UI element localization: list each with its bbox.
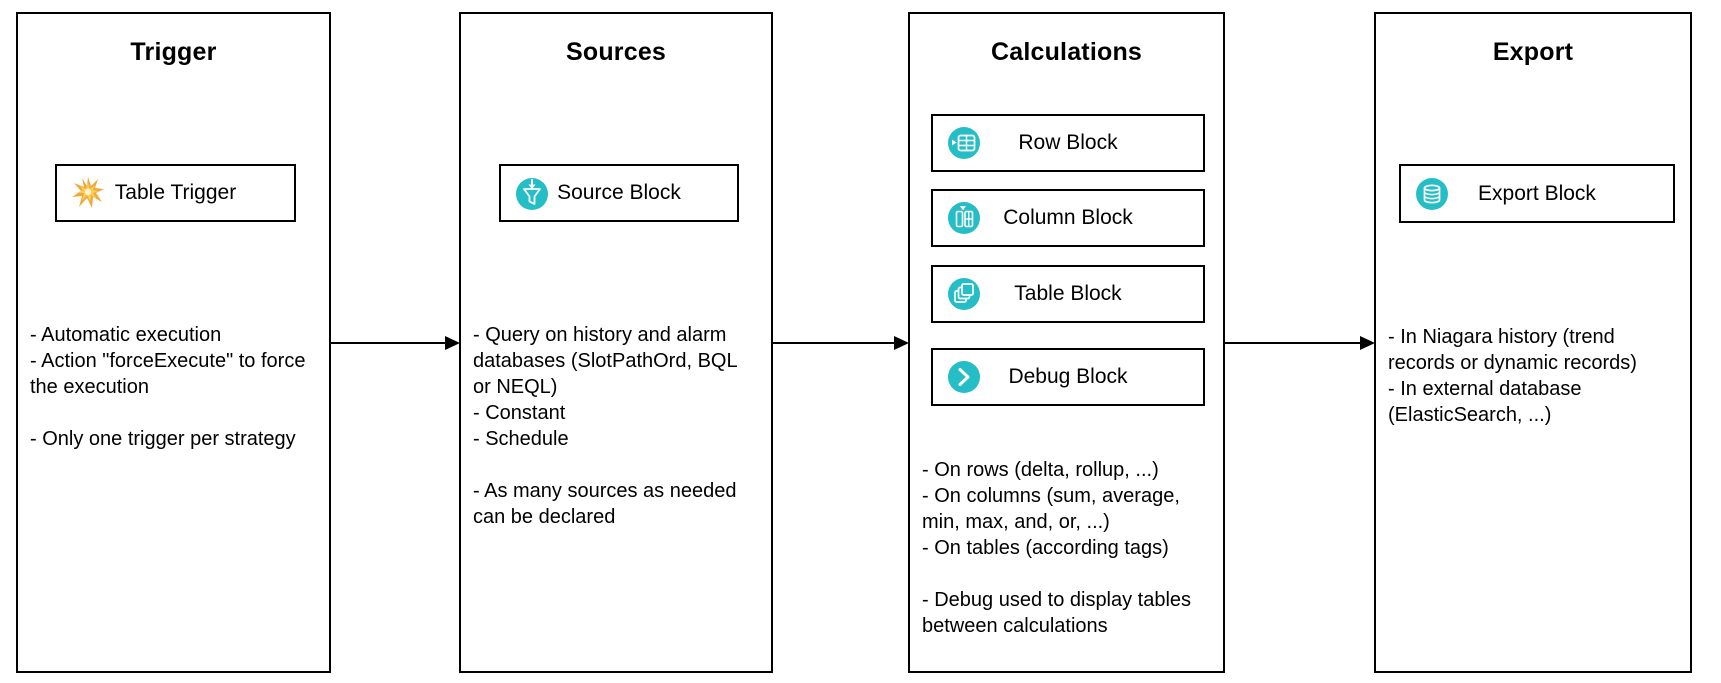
arrow-shaft [331,342,448,344]
spark-icon [72,177,104,208]
column-export-title: Export [1492,38,1574,66]
column-table-icon [948,202,980,234]
arrow-sources-to-calculations [773,336,909,350]
funnel-icon [516,178,548,210]
column-sources: Sources Source Block - Query on history … [459,12,773,673]
export-block: Export Block [1399,164,1675,223]
stacked-tables-icon [948,278,980,310]
calculations-description: - On rows (delta, rollup, ...) - On colu… [922,459,1192,637]
export-block-label: Export Block [1478,181,1596,205]
arrow-head-icon [1360,336,1375,350]
column-sources-title: Sources [565,38,667,66]
arrow-trigger-to-sources [331,336,460,350]
sources-description: - Query on history and alarm databases (… [473,324,738,528]
column-block: Column Block [931,189,1205,247]
column-calculations: Calculations Row Block Column Block [908,12,1225,673]
column-export: Export Export Block - In Niagara history… [1374,12,1692,673]
database-icon [1416,177,1448,210]
row-block: Row Block [931,114,1205,172]
table-block: Table Block [931,265,1205,323]
debug-block: Debug Block [931,348,1205,406]
column-block-label: Column Block [1003,206,1133,229]
table-trigger-label: Table Trigger [114,181,237,204]
chevron-right-icon [948,361,980,393]
source-block-label: Source Block [557,181,681,204]
table-trigger-block: Table Trigger [55,164,296,222]
debug-block-label: Debug Block [1008,365,1128,388]
arrow-head-icon [445,336,460,350]
export-description: - In Niagara history (trend records or d… [1388,326,1637,426]
table-block-label: Table Block [1014,282,1122,305]
arrow-shaft [1225,342,1363,344]
column-calculations-title: Calculations [990,38,1143,66]
row-table-icon [948,127,980,159]
arrow-shaft [773,342,897,344]
source-block: Source Block [499,164,739,222]
column-trigger: Trigger Table Trigger - Automatic execut… [16,12,331,673]
arrow-head-icon [894,336,909,350]
arrow-calculations-to-export [1225,336,1375,350]
trigger-description: - Automatic execution - Action "forceExe… [30,324,306,450]
column-trigger-title: Trigger [130,38,217,66]
row-block-label: Row Block [1018,131,1118,154]
